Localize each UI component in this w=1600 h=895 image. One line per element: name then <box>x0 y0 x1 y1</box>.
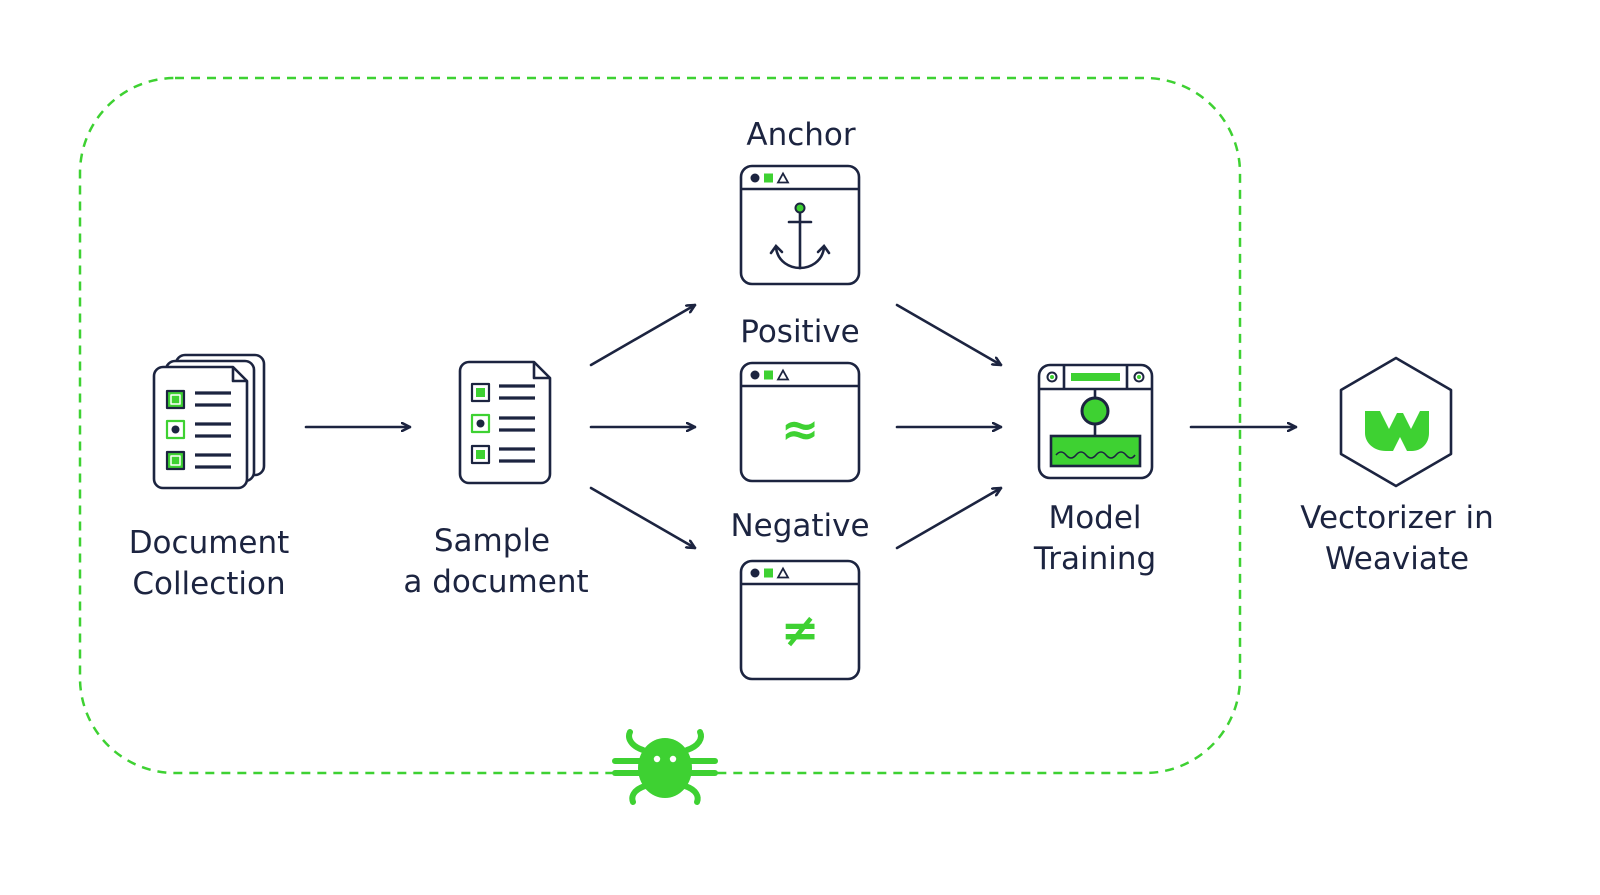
negative-window-icon: ≠ <box>739 559 861 681</box>
anchor-icon <box>769 202 831 270</box>
vectorizer-label-line1: Vectorizer in <box>1300 500 1494 536</box>
arrow-anchor-to-training <box>895 303 1003 367</box>
connector-arrows <box>304 303 1298 550</box>
anchor-label: Anchor <box>746 117 856 153</box>
anchor-window-icon <box>739 164 861 286</box>
negative-label: Negative <box>730 508 869 544</box>
sample-document-label-line1: Sample <box>434 523 550 559</box>
not-equal-icon: ≠ <box>781 603 820 657</box>
model-training-label-line2: Training <box>1033 541 1156 577</box>
training-machine-icon <box>1037 363 1154 480</box>
approx-equal-icon: ≈ <box>781 402 820 456</box>
arrow-sample-to-negative <box>589 486 697 550</box>
positive-window-icon: ≈ <box>739 361 861 483</box>
checklist-document-icon <box>458 360 552 485</box>
vectorizer-label-line2: Weaviate <box>1325 541 1469 577</box>
positive-label: Positive <box>740 314 860 350</box>
document-collection-label-line1: Document <box>129 525 290 561</box>
document-collection-label-line2: Collection <box>132 566 285 602</box>
sample-document-label-line2: a document <box>403 564 588 600</box>
stacked-checklist-documents-icon <box>152 353 266 490</box>
model-training-label-line1: Model <box>1048 500 1141 536</box>
arrow-sample-to-anchor <box>589 303 697 367</box>
arrow-negative-to-training <box>895 486 1003 550</box>
bug-icon <box>612 729 718 805</box>
weaviate-logo-icon <box>1339 356 1453 488</box>
